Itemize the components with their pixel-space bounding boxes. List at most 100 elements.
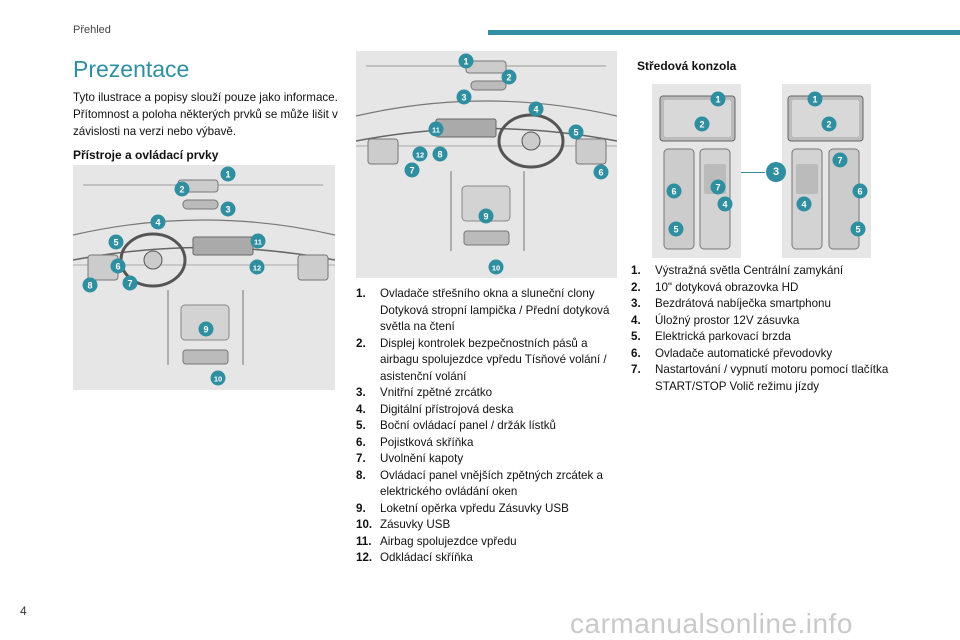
svg-text:9: 9 bbox=[203, 324, 208, 334]
callout-badge-7: 7 bbox=[404, 162, 420, 178]
callout-badge-8: 8 bbox=[432, 146, 448, 162]
callout-badge-10: 10 bbox=[210, 370, 226, 386]
callout-badge-4: 4 bbox=[528, 101, 544, 117]
svg-text:11: 11 bbox=[432, 125, 440, 134]
callout-badge-6: 6 bbox=[666, 183, 682, 199]
intro-paragraph: Tyto ilustrace a popisy slouží pouze jak… bbox=[73, 91, 338, 138]
list-item: 1.Výstražná světla Centrální zamykání bbox=[631, 264, 844, 277]
list-item: 7.Nastartování / vypnutí motoru pomocí t… bbox=[631, 363, 889, 393]
callout-badge-1: 1 bbox=[458, 53, 474, 69]
list-item: 8.Ovládací panel vnějších zpětných zrcát… bbox=[356, 468, 603, 499]
svg-text:1: 1 bbox=[715, 94, 720, 104]
callout-badge-5: 5 bbox=[668, 221, 684, 237]
list-item: 4.Úložný prostor 12V zásuvka bbox=[631, 313, 800, 327]
callout-badge-12: 12 bbox=[249, 259, 265, 275]
svg-text:7: 7 bbox=[837, 155, 842, 165]
header-accent-bar bbox=[488, 30, 960, 35]
callout-badge-1: 1 bbox=[220, 166, 236, 182]
svg-text:3: 3 bbox=[225, 204, 230, 214]
svg-text:12: 12 bbox=[253, 263, 261, 272]
callout-badge-7: 7 bbox=[832, 152, 848, 168]
page-title: Prezentace bbox=[73, 56, 190, 82]
svg-text:3: 3 bbox=[461, 92, 466, 102]
page-number: 4 bbox=[20, 604, 27, 618]
callout-badge-2: 2 bbox=[694, 116, 710, 132]
svg-text:6: 6 bbox=[857, 186, 862, 196]
console-drawing-left: 1 2 7 6 5 4 bbox=[652, 84, 741, 258]
svg-text:8: 8 bbox=[437, 149, 442, 159]
list-item: 3.Vnitřní zpětné zrcátko bbox=[356, 386, 493, 399]
svg-text:7: 7 bbox=[715, 182, 720, 192]
callout-leader-left bbox=[741, 172, 765, 173]
callout-badge-9: 9 bbox=[478, 208, 494, 224]
svg-text:6: 6 bbox=[115, 261, 120, 271]
svg-text:4: 4 bbox=[533, 104, 538, 114]
callout-badge-2: 2 bbox=[501, 69, 517, 85]
header-section-label: Přehled bbox=[73, 24, 111, 36]
svg-text:4: 4 bbox=[155, 217, 160, 227]
callout-badge-10: 10 bbox=[488, 259, 504, 275]
list-item: 3.Bezdrátová nabíječka smartphonu bbox=[631, 297, 831, 310]
callout-badge-8: 8 bbox=[82, 277, 98, 293]
callout-badge-7: 7 bbox=[122, 275, 138, 291]
watermark-text: carmanualsonline.info bbox=[570, 608, 853, 639]
callout-badge-2: 2 bbox=[174, 181, 190, 197]
svg-text:5: 5 bbox=[673, 224, 678, 234]
svg-text:5: 5 bbox=[855, 224, 860, 234]
callout-badge-9: 9 bbox=[198, 321, 214, 337]
list-item: 4.Digitální přístrojová deska bbox=[356, 402, 514, 416]
list-item: 5.Elektrická parkovací brzda bbox=[631, 330, 791, 343]
dashboard-item-list: 1.Ovladače střešního okna a sluneční clo… bbox=[356, 286, 624, 567]
svg-text:2: 2 bbox=[699, 119, 704, 129]
console-illustration-left: 1 2 7 6 5 4 bbox=[652, 84, 741, 258]
svg-text:8: 8 bbox=[87, 280, 92, 290]
svg-text:6: 6 bbox=[598, 167, 603, 177]
callout-badge-2: 2 bbox=[821, 116, 837, 132]
console-heading: Středová konzola bbox=[637, 59, 737, 73]
callout-badge-1: 1 bbox=[710, 91, 726, 107]
callout-badge-11: 11 bbox=[428, 121, 444, 137]
svg-text:1: 1 bbox=[225, 169, 230, 179]
svg-text:10: 10 bbox=[492, 263, 500, 272]
callout-badge-4: 4 bbox=[717, 196, 733, 212]
callout-badge-5: 5 bbox=[568, 124, 584, 140]
svg-text:2: 2 bbox=[506, 72, 511, 82]
svg-text:12: 12 bbox=[416, 150, 424, 159]
callout-badge-6: 6 bbox=[593, 164, 609, 180]
list-item: 9.Loketní opěrka vpředu Zásuvky USB bbox=[356, 501, 569, 515]
list-item: 12.Odkládací skříňka bbox=[356, 551, 473, 564]
svg-text:1: 1 bbox=[812, 94, 817, 104]
svg-text:2: 2 bbox=[179, 184, 184, 194]
list-item: 2.10" dotyková obrazovka HD bbox=[631, 280, 799, 294]
svg-text:1: 1 bbox=[463, 56, 468, 66]
callout-badge-shared: 3 bbox=[766, 162, 786, 182]
svg-text:5: 5 bbox=[573, 127, 578, 137]
list-item: 1.Ovladače střešního okna a sluneční clo… bbox=[356, 287, 610, 333]
console-drawing-right: 1 2 7 6 5 4 bbox=[782, 84, 871, 258]
list-item: 6.Ovladače automatické převodovky bbox=[631, 346, 833, 360]
callout-badge-11: 11 bbox=[250, 233, 266, 249]
svg-text:5: 5 bbox=[113, 237, 118, 247]
console-item-list: 1.Výstražná světla Centrální zamykání 2.… bbox=[631, 263, 931, 395]
callout-badge-4: 4 bbox=[796, 196, 812, 212]
list-item: 6.Pojistková skříňka bbox=[356, 435, 474, 449]
svg-text:7: 7 bbox=[127, 278, 132, 288]
callout-badge-6: 6 bbox=[110, 258, 126, 274]
list-item: 10.Zásuvky USB bbox=[356, 518, 451, 531]
callout-badge-5: 5 bbox=[108, 234, 124, 250]
svg-text:10: 10 bbox=[214, 374, 222, 383]
callout-badge-4: 4 bbox=[150, 214, 166, 230]
svg-text:4: 4 bbox=[801, 199, 806, 209]
svg-text:4: 4 bbox=[722, 199, 727, 209]
svg-text:6: 6 bbox=[671, 186, 676, 196]
callout-badge-5: 5 bbox=[850, 221, 866, 237]
list-item: 7.Uvolnění kapoty bbox=[356, 452, 464, 465]
console-illustration-right: 1 2 7 6 5 4 bbox=[782, 84, 871, 258]
callout-badge-6: 6 bbox=[852, 183, 868, 199]
callout-badge-7: 7 bbox=[710, 179, 726, 195]
instruments-subheading: Přístroje a ovládací prvky bbox=[73, 148, 219, 162]
